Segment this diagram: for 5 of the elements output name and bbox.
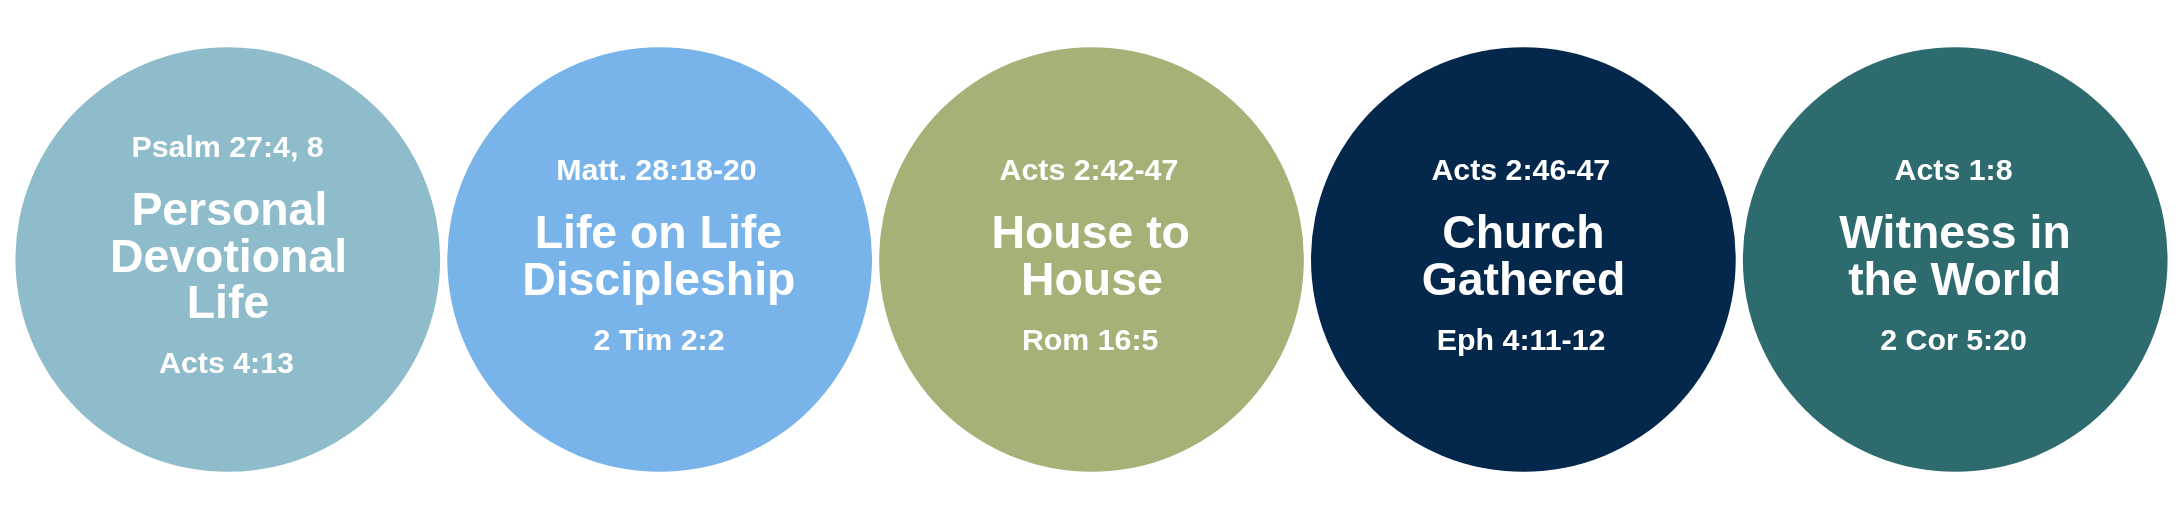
node-circle: Acts 2:42-47 House to House Rom 16:5 <box>879 47 1304 472</box>
node-circle: Acts 2:46-47 Church Gathered Eph 4:11-12 <box>1311 47 1736 472</box>
node-circle: Acts 1:8 Witness in the World 2 Cor 5:20 <box>1742 47 2168 472</box>
node-circle: Matt. 28:18-20 Life on Life Discipleship 2 Tim 2:2 <box>447 47 872 472</box>
node-circle: Psalm 27:4, 8 Personal Devotional Life Acts 4:13 <box>15 47 441 472</box>
